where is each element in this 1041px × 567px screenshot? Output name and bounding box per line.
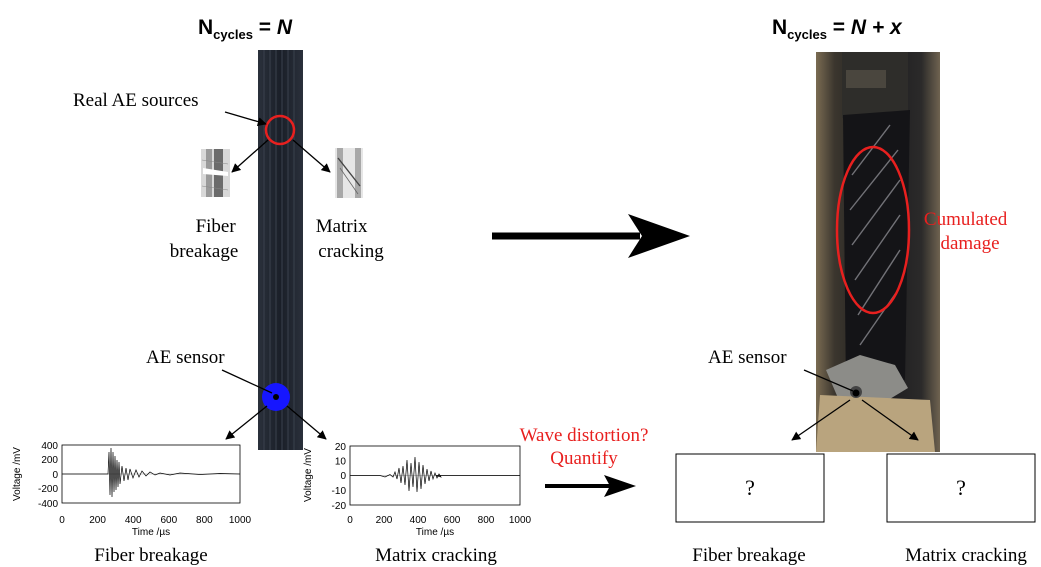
arrow-to-sensor	[221, 369, 273, 394]
label-wave-distortion: Wave distortion?	[520, 425, 649, 446]
xtick-fb-1000: 1000	[229, 515, 252, 526]
ytick-fb-400: 400	[41, 441, 58, 452]
unknown-mc-mark: ?	[956, 475, 966, 500]
caption-matrix-cracking-right: Matrix cracking	[905, 545, 1027, 566]
plot-fiber-breakage: 400 200 0 -200 -400 0 200 400 600 800 10…	[12, 441, 252, 538]
label-cumulated-damage: Cumulated damage	[924, 209, 1012, 254]
ae-source-circle	[264, 114, 296, 146]
ae-sensor-dot	[273, 394, 279, 400]
ylabel-mc: Voltage /mV	[303, 448, 314, 502]
title-right: Ncycles = N + x	[772, 16, 903, 42]
ylabel-fb: Voltage /mV	[12, 447, 23, 501]
fiber-breakage-image	[201, 149, 230, 197]
label-real-ae-sources: Real AE sources	[73, 90, 199, 111]
xtick-mc-0: 0	[347, 515, 353, 526]
arrow-to-right-sensor	[803, 369, 854, 392]
arrow-to-source	[224, 111, 267, 127]
arrow-right-sensor-to-fb-box	[791, 399, 851, 441]
xtick-mc-200: 200	[376, 515, 393, 526]
ytick-fb-0: 0	[52, 470, 58, 481]
xtick-mc-400: 400	[410, 515, 427, 526]
caption-fiber-breakage-left: Fiber breakage	[94, 545, 207, 566]
damaged-specimen-photo	[816, 52, 940, 452]
cumulated-damage-ellipse	[835, 145, 911, 315]
xtick-mc-600: 600	[444, 515, 461, 526]
label-ae-sensor-right: AE sensor	[708, 347, 787, 368]
label-matrix-cracking-top: Matrix cracking	[316, 216, 384, 262]
label-ae-sensor-left: AE sensor	[146, 347, 225, 368]
arrow-sensor-to-fb-plot	[225, 405, 268, 440]
xtick-fb-0: 0	[59, 515, 65, 526]
xlabel-mc: Time /µs	[416, 527, 454, 538]
ytick-fb-m400: -400	[38, 499, 58, 510]
ytick-mc-m10: -10	[332, 486, 347, 497]
arrow-sensor-to-mc-plot	[286, 405, 327, 440]
xtick-mc-1000: 1000	[509, 515, 532, 526]
xtick-fb-200: 200	[89, 515, 106, 526]
big-arrow-progression	[492, 214, 690, 258]
xlabel-fb: Time /µs	[132, 527, 170, 538]
matrix-cracking-image	[335, 148, 363, 198]
caption-fiber-breakage-right: Fiber breakage	[692, 545, 805, 566]
label-fiber-breakage-top: Fiber breakage	[170, 216, 241, 262]
small-arrow-to-unknown	[545, 475, 636, 497]
arrow-right-sensor-to-mc-box	[861, 399, 919, 441]
unknown-fiber-breakage-box: ?	[675, 453, 825, 523]
unknown-fb-mark: ?	[745, 475, 755, 500]
xtick-fb-400: 400	[125, 515, 142, 526]
ytick-fb-m200: -200	[38, 484, 58, 495]
ae-sensor-right-dot	[852, 389, 860, 397]
ytick-fb-200: 200	[41, 455, 58, 466]
waveform-matrix-cracking	[350, 456, 520, 493]
arrow-to-matrix-image	[292, 139, 331, 173]
ytick-mc-m20: -20	[332, 501, 347, 512]
caption-matrix-cracking-left: Matrix cracking	[375, 545, 497, 566]
ytick-mc-0: 0	[340, 471, 346, 482]
arrow-to-fiber-image	[231, 139, 269, 173]
xtick-fb-600: 600	[160, 515, 177, 526]
unknown-matrix-cracking-box: ?	[886, 453, 1036, 523]
plot-matrix-cracking: 20 10 0 -10 -20 0 200 400 600 800 1000 T…	[303, 442, 532, 538]
ytick-mc-20: 20	[335, 442, 347, 453]
ytick-mc-10: 10	[335, 457, 347, 468]
label-quantify: Quantify	[550, 448, 618, 469]
title-left: Ncycles = N	[198, 16, 293, 42]
xtick-fb-800: 800	[196, 515, 213, 526]
waveform-fiber-breakage	[62, 447, 241, 498]
xtick-mc-800: 800	[478, 515, 495, 526]
